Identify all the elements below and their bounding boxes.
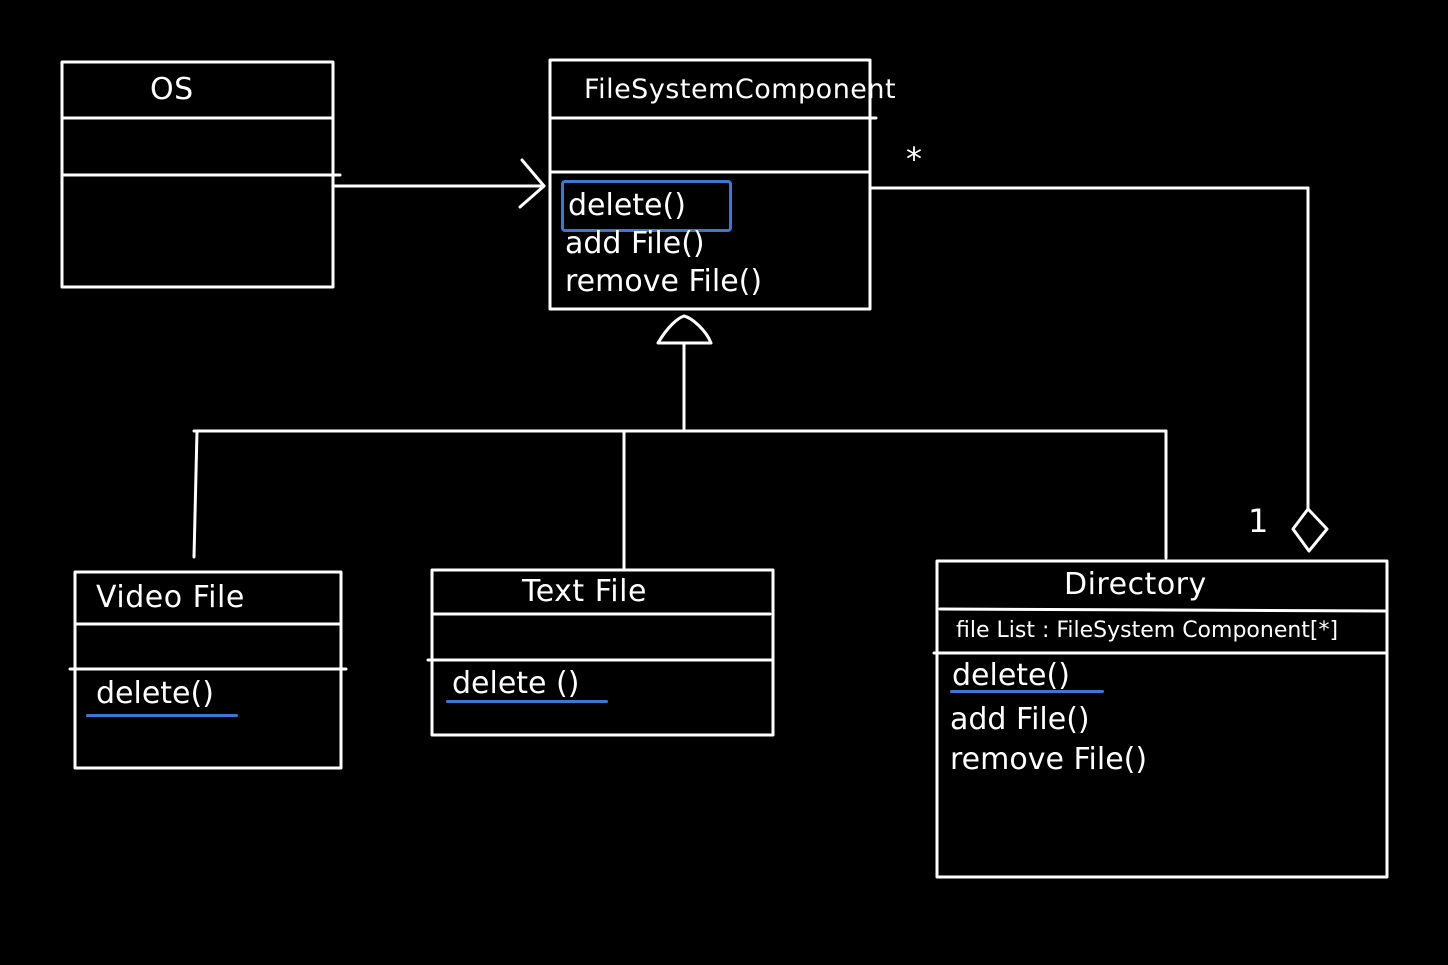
aggregation-directory-to-fsc	[870, 186, 1329, 553]
class-filesystemcomponent-box	[548, 58, 878, 311]
multiplicity-many: *	[906, 140, 922, 178]
class-videofile-box	[68, 570, 348, 770]
textfile-method-underline	[446, 700, 608, 703]
class-os-box	[60, 60, 342, 289]
multiplicity-one: 1	[1248, 502, 1269, 540]
fsc-method-add-file: add File()	[565, 226, 705, 261]
class-filesystemcomponent-name: FileSystemComponent	[584, 74, 897, 105]
class-directory-box	[932, 559, 1389, 879]
videofile-method-delete: delete()	[96, 676, 214, 711]
association-arrow-os-to-fsc	[333, 158, 546, 209]
highlighted-method-box	[561, 180, 732, 232]
class-os-name: OS	[150, 72, 194, 107]
class-textfile-name: Text File	[522, 574, 647, 609]
generalization-tree	[192, 314, 1168, 570]
fsc-method-remove-file: remove File()	[565, 264, 763, 299]
fsc-method-delete: delete()	[568, 188, 686, 223]
textfile-method-delete: delete ()	[452, 666, 580, 701]
directory-method-remove-file: remove File()	[950, 742, 1148, 777]
class-videofile-name: Video File	[96, 580, 245, 615]
class-directory-name: Directory	[1064, 567, 1207, 602]
videofile-method-underline	[86, 714, 238, 717]
directory-method-delete: delete()	[952, 658, 1070, 693]
directory-method-underline	[950, 690, 1104, 693]
class-textfile-box	[426, 568, 775, 737]
directory-attribute-filelist: file List : FileSystem Component[*]	[956, 618, 1339, 643]
directory-method-add-file: add File()	[950, 702, 1090, 737]
